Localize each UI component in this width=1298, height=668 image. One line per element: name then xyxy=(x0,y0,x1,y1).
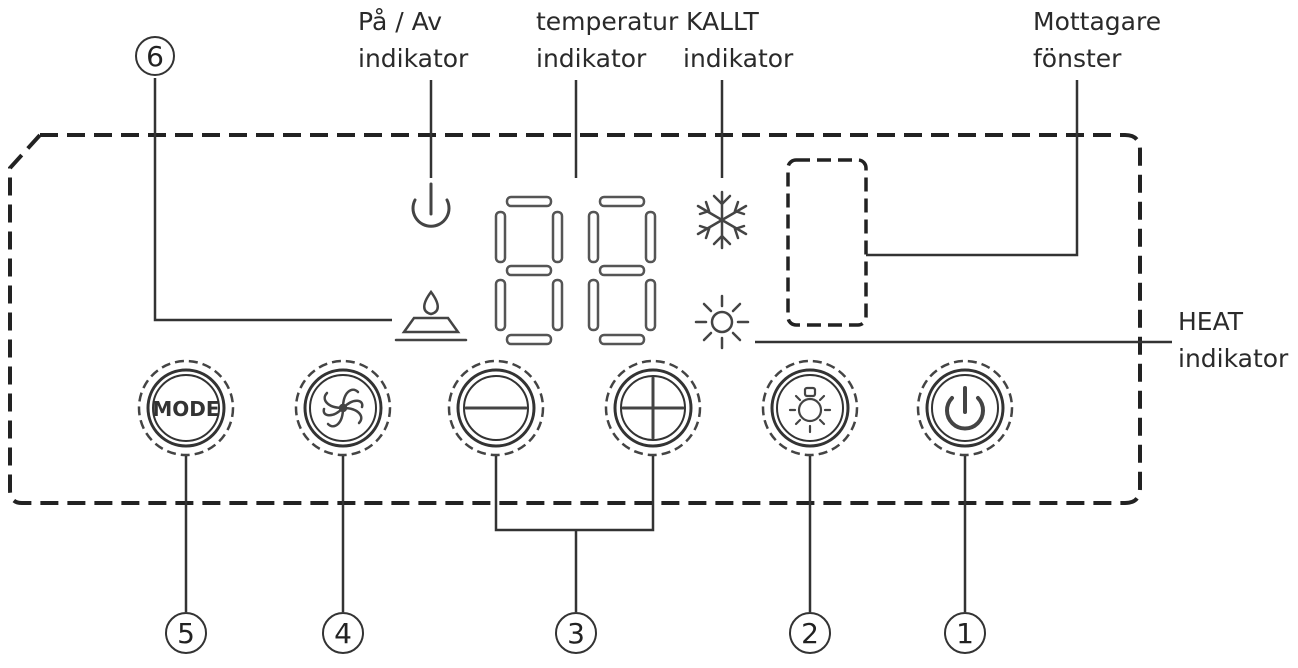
leader-receiver xyxy=(866,80,1079,257)
callout-six: 6 xyxy=(146,40,164,73)
power-indicator-label-2: indikator xyxy=(358,44,469,73)
callout-one-circle xyxy=(944,612,986,654)
fan-icon xyxy=(322,388,364,428)
light-bulb-icon xyxy=(788,386,832,434)
plus-icon xyxy=(621,376,685,440)
water-drop-icon xyxy=(394,289,468,342)
heat-indicator-label-2: indikator xyxy=(1178,344,1289,373)
mode-button-label: MODE xyxy=(152,397,219,421)
leader-three-bracket xyxy=(494,456,655,532)
sun-icon xyxy=(694,294,750,350)
callout-four-circle xyxy=(322,612,364,654)
callout-three: 3 xyxy=(567,617,585,650)
temperature-indicator-label: temperatur xyxy=(536,7,679,36)
temperature-display xyxy=(494,195,657,346)
heat-indicator-label: HEAT xyxy=(1178,307,1244,336)
callout-two-circle xyxy=(789,612,831,654)
temperature-indicator-label-2: indikator xyxy=(536,44,647,73)
power-indicator-icon xyxy=(411,182,451,228)
receiver-window-label: Mottagare xyxy=(1033,7,1161,36)
leader-six xyxy=(153,78,392,322)
receiver-window-label-2: fönster xyxy=(1033,44,1122,73)
receiver-window xyxy=(786,158,868,327)
light-button[interactable] xyxy=(761,359,859,457)
snowflake-icon xyxy=(696,190,748,250)
callout-five: 5 xyxy=(177,617,195,650)
callout-two: 2 xyxy=(801,617,819,650)
callout-three-circle xyxy=(555,612,597,654)
callout-four: 4 xyxy=(334,617,352,650)
plus-button[interactable] xyxy=(604,359,702,457)
fan-button[interactable] xyxy=(294,359,392,457)
cold-indicator-label: KALLT xyxy=(686,7,759,36)
power-button[interactable] xyxy=(916,359,1014,457)
power-icon xyxy=(945,386,985,431)
minus-button[interactable] xyxy=(447,359,545,457)
callout-six-circle xyxy=(135,36,175,76)
panel-outline xyxy=(8,133,1142,505)
power-indicator-label: På / Av xyxy=(358,7,442,36)
callout-five-circle xyxy=(165,612,207,654)
cold-indicator-label-2: indikator xyxy=(683,44,794,73)
digit-left xyxy=(494,195,564,346)
digit-right xyxy=(587,195,657,346)
mode-button[interactable]: MODE xyxy=(137,359,235,457)
callout-one: 1 xyxy=(956,617,974,650)
